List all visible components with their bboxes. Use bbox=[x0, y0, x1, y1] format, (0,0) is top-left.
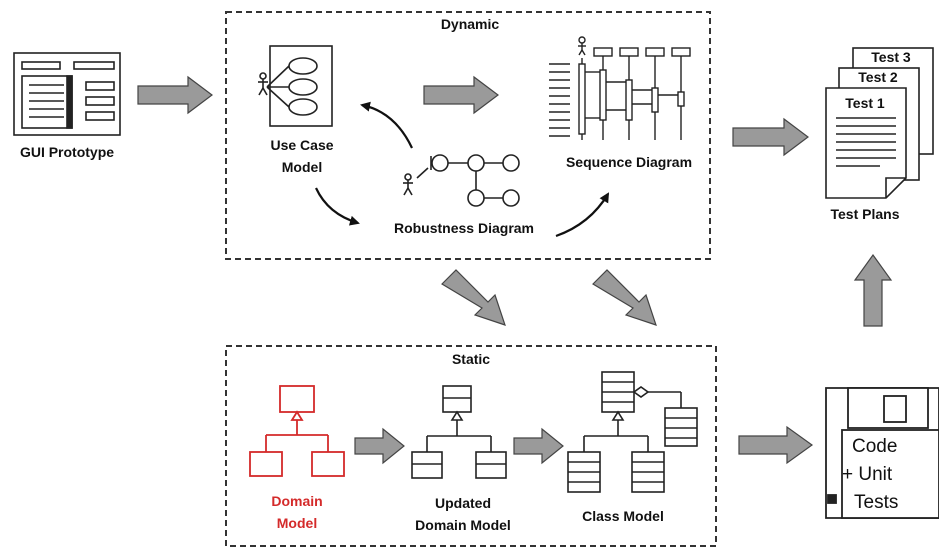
dynamic-group-box bbox=[225, 11, 711, 260]
floppy-disk-icon bbox=[825, 387, 939, 519]
updated-domain-model-label: Updated Domain Model bbox=[415, 495, 511, 533]
code-label: Code bbox=[852, 436, 898, 457]
test-plans-label: Test Plans bbox=[830, 206, 900, 222]
usecase-to-robustness-arrow bbox=[315, 187, 360, 226]
usecase-to-sequence-arrow bbox=[423, 75, 499, 115]
dynamic-to-static-arrow-right bbox=[592, 269, 657, 326]
updated-domain-model-icon bbox=[411, 385, 507, 479]
sequence-diagram-icon bbox=[549, 36, 691, 140]
static-group-title: Static bbox=[451, 351, 491, 367]
robustness-to-usecase-arrow bbox=[360, 101, 413, 149]
tests-label: Tests bbox=[854, 492, 899, 513]
unit-label: + Unit bbox=[842, 464, 893, 485]
static-to-code-arrow bbox=[738, 425, 814, 465]
gui-prototype-label: GUI Prototype bbox=[19, 144, 115, 160]
test-3-label: Test 3 bbox=[871, 49, 911, 65]
dynamic-group-title: Dynamic bbox=[440, 16, 500, 32]
dynamic-to-static-arrow-left bbox=[441, 269, 506, 326]
robustness-diagram-icon bbox=[403, 154, 520, 207]
test-plans-icon bbox=[825, 47, 934, 199]
test-1-label: Test 1 bbox=[845, 95, 885, 111]
robustness-to-sequence-arrow bbox=[555, 192, 610, 238]
gui-to-dynamic-arrow bbox=[137, 75, 213, 115]
static-group-box bbox=[225, 345, 717, 547]
use-case-model-label: Use Case Model bbox=[270, 137, 334, 175]
domain-to-updated-arrow bbox=[354, 427, 405, 465]
test-page-1 bbox=[825, 87, 907, 199]
updated-to-class-arrow bbox=[513, 427, 564, 465]
domain-model-icon bbox=[249, 385, 345, 477]
test-2-label: Test 2 bbox=[858, 69, 898, 85]
class-model-label: Class Model bbox=[582, 508, 664, 524]
sequence-diagram-label: Sequence Diagram bbox=[565, 154, 693, 170]
class-model-icon bbox=[567, 371, 698, 493]
dynamic-to-testplans-arrow bbox=[732, 117, 809, 157]
code-to-testplans-arrow bbox=[853, 253, 893, 327]
robustness-diagram-label: Robustness Diagram bbox=[393, 220, 535, 236]
gui-prototype-icon bbox=[13, 52, 121, 136]
domain-model-label: Domain Model bbox=[271, 493, 323, 531]
use-case-model-icon bbox=[258, 45, 333, 127]
